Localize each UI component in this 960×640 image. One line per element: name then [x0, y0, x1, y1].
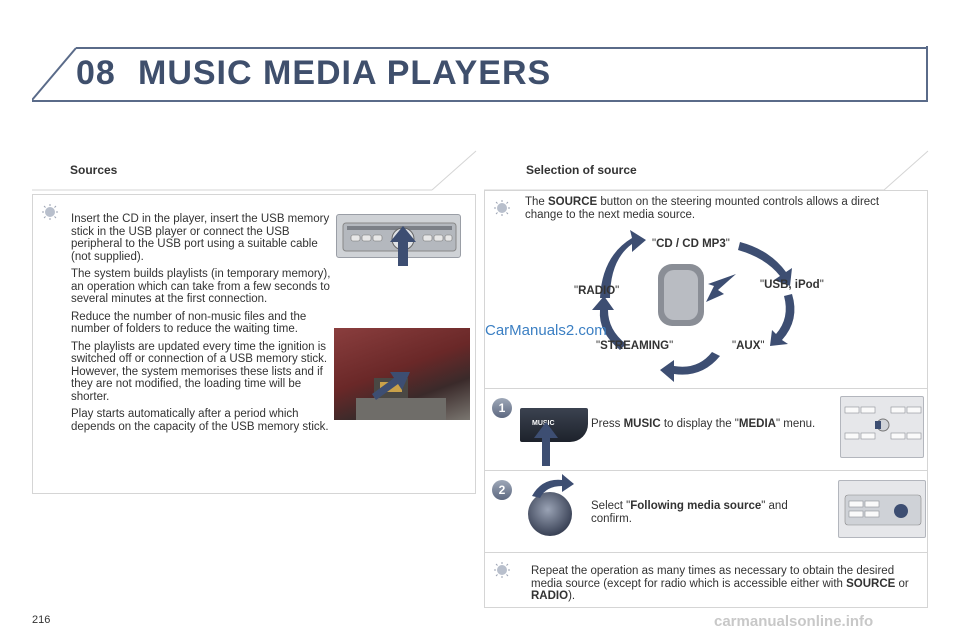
selection-intro: The SOURCE button on the steering mounte… — [525, 196, 895, 221]
selection-heading: Selection of source — [526, 163, 637, 177]
press-arrow-icon — [534, 422, 558, 466]
source-label-radio: "RADIO" — [574, 285, 620, 297]
rotate-arrow-icon — [532, 474, 574, 498]
control-panel-illustration-1 — [840, 396, 924, 458]
source-label-streaming: "STREAMING" — [596, 340, 674, 352]
insert-arrow-icon — [390, 226, 416, 266]
sources-paragraph-2: The system builds playlists (in temporar… — [71, 268, 331, 305]
sources-heading-rule — [32, 150, 477, 191]
rotary-knob-illustration — [528, 492, 572, 536]
step-1-post: " menu. — [775, 418, 816, 430]
sources-text: Insert the CD in the player, insert the … — [71, 213, 331, 438]
intro-source-keyword: SOURCE — [548, 196, 598, 208]
step-1-pre: Press — [591, 418, 624, 430]
source-label-usb: "USB, iPod" — [760, 279, 824, 291]
source-streaming: STREAMING — [600, 340, 670, 352]
control-panel-illustration-2 — [838, 480, 926, 538]
intro-text-pre: The — [525, 196, 549, 208]
sources-paragraph-4: The playlists are updated every time the… — [71, 340, 328, 403]
divider-step1 — [484, 388, 928, 389]
step-1-music: MUSIC — [623, 418, 661, 430]
source-cycle-diagram — [592, 230, 795, 382]
repeat-post: ). — [568, 590, 576, 602]
watermark-text: CarManuals2.com — [485, 322, 607, 339]
step-1-media: MEDIA — [738, 418, 776, 430]
repeat-pre: Repeat the operation as many times as ne… — [531, 565, 895, 590]
source-cd: CD / CD MP3 — [656, 238, 726, 250]
divider-step2 — [484, 470, 928, 471]
sources-paragraph-5: Play starts automatically after a period… — [71, 408, 329, 433]
usb-port-arrow-icon — [372, 372, 410, 400]
repeat-radio: RADIO — [531, 590, 569, 602]
lightbulb-icon — [494, 562, 510, 578]
repeat-mid: or — [895, 577, 909, 590]
sources-paragraph-3: Reduce the number of non-music files and… — [71, 310, 307, 336]
divider-repeat — [484, 552, 928, 553]
source-radio: RADIO — [578, 285, 616, 297]
page-number: 216 — [32, 614, 51, 626]
step-2-following: Following media source — [630, 500, 762, 512]
sources-paragraph-1: Insert the CD in the player, insert the … — [71, 213, 330, 263]
chapter-title: MUSIC MEDIA PLAYERS — [138, 54, 552, 92]
step-1-badge: 1 — [492, 398, 512, 418]
step-2-text: Select "Following media source" and conf… — [591, 500, 816, 525]
repeat-source: SOURCE — [846, 577, 896, 590]
lightbulb-icon — [494, 200, 510, 216]
source-label-aux: "AUX" — [732, 340, 765, 352]
lightbulb-icon — [42, 204, 58, 220]
source-aux: AUX — [736, 340, 761, 352]
source-label-cd: "CD / CD MP3" — [652, 238, 730, 250]
source-usb: USB, iPod — [764, 279, 820, 291]
repeat-note-text: Repeat the operation as many times as ne… — [531, 565, 911, 603]
header-decoration — [32, 47, 928, 101]
chapter-number: 08 — [76, 54, 116, 92]
step-2-post: " and confirm. — [591, 500, 788, 525]
intro-text-post: button on the steering mounted controls … — [525, 196, 880, 221]
step-1-text: Press MUSIC to display the "MEDIA" menu. — [591, 418, 816, 431]
step-1-mid: to display the " — [660, 418, 739, 430]
selection-heading-rule — [484, 150, 929, 191]
footer-watermark: carmanualsonline.info — [714, 613, 874, 630]
step-2-pre: Select " — [591, 500, 631, 512]
sources-heading: Sources — [70, 163, 118, 177]
step-2-badge: 2 — [492, 480, 512, 500]
chapter-header-frame — [32, 46, 928, 102]
music-button-label: MUSIC — [532, 420, 555, 427]
